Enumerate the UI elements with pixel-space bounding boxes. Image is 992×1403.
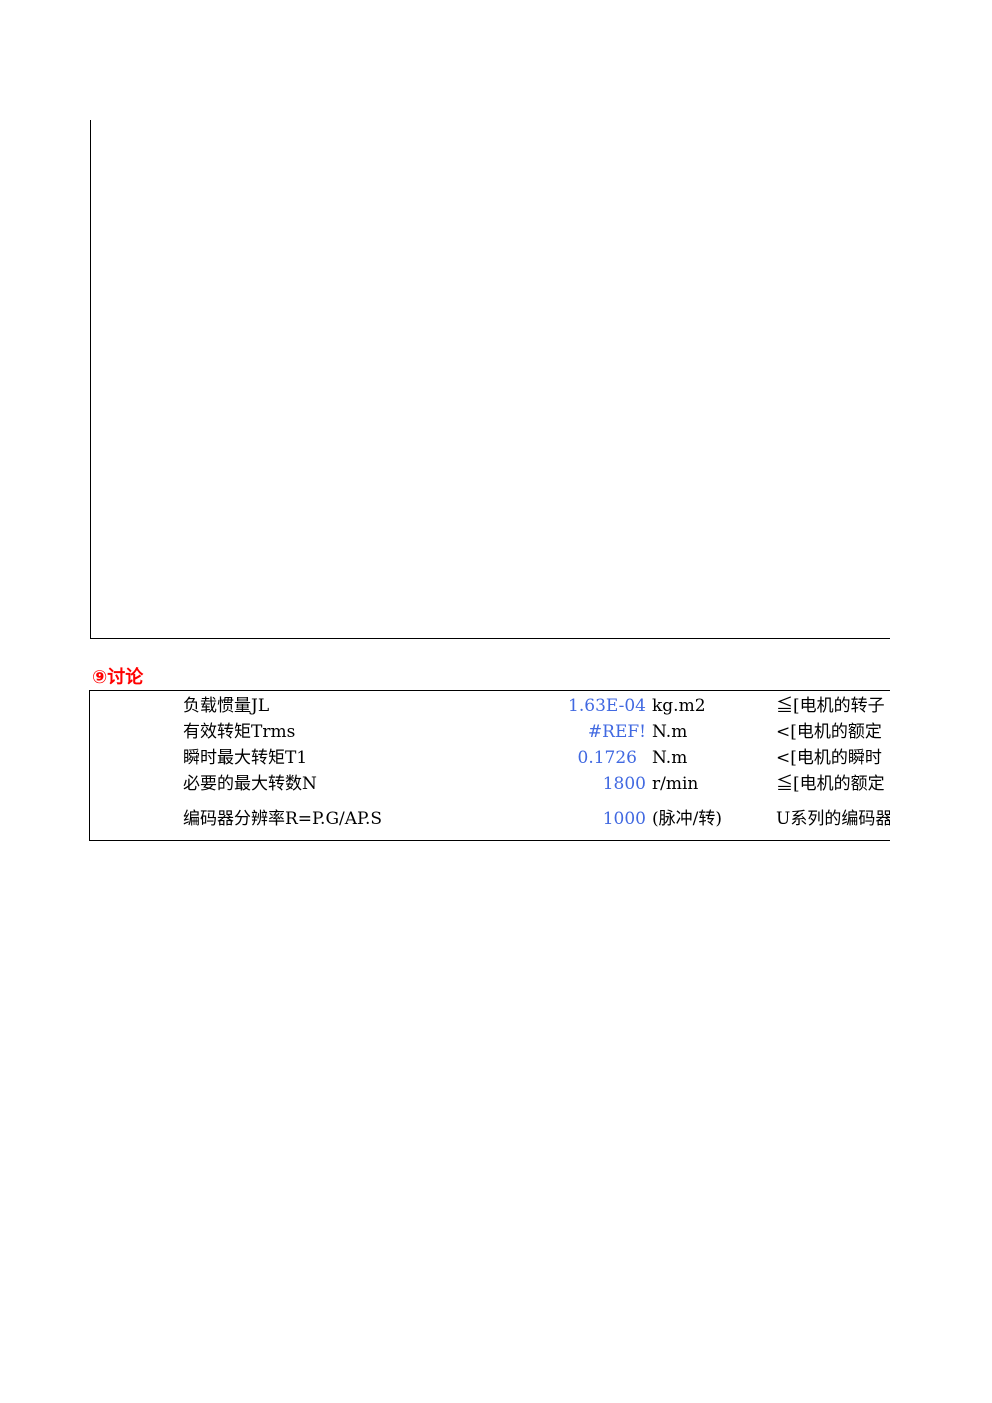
row-max-speed: 必要的最大转数N 1800 r/min ≦[电机的额定 xyxy=(90,771,890,797)
row-encoder-resolution: 编码器分辨率R=P.G/AP.S 1000 (脉冲/转) U系列的编码器 xyxy=(90,806,890,832)
load-inertia-value: 1.63E-04 xyxy=(568,696,646,716)
effective-torque-value: #REF! xyxy=(587,722,646,742)
max-speed-value: 1800 xyxy=(602,774,646,794)
load-inertia-label: 负载惯量JL xyxy=(183,696,270,716)
effective-torque-unit: N.m xyxy=(652,722,688,742)
load-inertia-unit: kg.m2 xyxy=(652,696,706,716)
row-effective-torque: 有效转矩Trms #REF! N.m <[电机的额定 xyxy=(90,719,890,745)
load-inertia-condition: ≦[电机的转子 xyxy=(776,696,885,716)
peak-torque-unit: N.m xyxy=(652,748,688,768)
peak-torque-label: 瞬时最大转矩T1 xyxy=(183,748,308,768)
peak-torque-value: 0.1726 xyxy=(577,748,637,768)
encoder-resolution-value: 1000 xyxy=(602,809,646,829)
encoder-resolution-condition: U系列的编码器 xyxy=(776,809,890,829)
row-load-inertia: 负载惯量JL 1.63E-04 kg.m2 ≦[电机的转子 xyxy=(90,693,890,719)
encoder-resolution-unit: (脉冲/转) xyxy=(652,809,722,829)
discussion-table: 负载惯量JL 1.63E-04 kg.m2 ≦[电机的转子 有效转矩Trms #… xyxy=(89,690,890,841)
peak-torque-condition: <[电机的瞬时 xyxy=(776,748,882,768)
max-speed-condition: ≦[电机的额定 xyxy=(776,774,885,794)
max-speed-unit: r/min xyxy=(652,774,699,794)
effective-torque-condition: <[电机的额定 xyxy=(776,722,882,742)
discussion-heading: ⑨讨论 xyxy=(92,667,144,688)
max-speed-label: 必要的最大转数N xyxy=(183,774,317,794)
effective-torque-label: 有效转矩Trms xyxy=(183,722,296,742)
row-peak-torque: 瞬时最大转矩T1 0.1726 N.m <[电机的瞬时 xyxy=(90,745,890,771)
encoder-resolution-label: 编码器分辨率R=P.G/AP.S xyxy=(183,809,383,829)
empty-chart-area xyxy=(90,120,890,639)
